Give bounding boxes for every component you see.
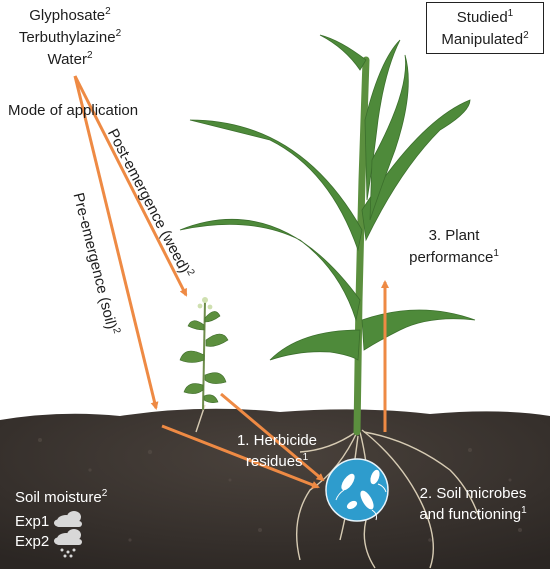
soil-moisture-title: Soil moisture2 [15,488,108,507]
arrow-pre-emergence [73,75,159,410]
herbicide-water: Water2 [47,50,93,69]
cloud-icon-exp1 [54,511,82,527]
herbicide-residues-label: 1. Herbicide residues1 [236,432,318,470]
arrow-soil-to-microbes [161,424,320,489]
maize-stem [353,56,370,436]
arrows [73,75,389,489]
soil-texture [38,438,522,542]
arrow-weed-to-microbes [220,392,325,482]
herbicide-terbuthylazine: Terbuthylazine2 [18,28,122,47]
microbe-icon [325,458,389,522]
soil-microbes-label: 2. Soil microbes and functioning1 [419,485,527,523]
legend-manipulated: Manipulated2 [441,30,529,49]
legend-box [426,2,544,54]
herbicide-glyphosate: Glyphosate2 [29,6,111,25]
soil-moisture-exp1: Exp1 [15,513,50,530]
maize-leaves [179,34,476,361]
legend-studied: Studied1 [456,8,514,27]
weed-plant [179,297,229,411]
soil [0,408,550,569]
rain-cloud-icon-exp2 [54,529,82,558]
mode-of-application-label: Mode of application [8,102,139,119]
soil-moisture-exp2: Exp2 [15,533,50,550]
arrow-post-emergence [73,75,188,297]
plant-performance-label: 3. Plant performance1 [409,227,499,266]
herbicide-list: Glyphosate2 Terbuthylazine2 Water2 [10,6,130,69]
